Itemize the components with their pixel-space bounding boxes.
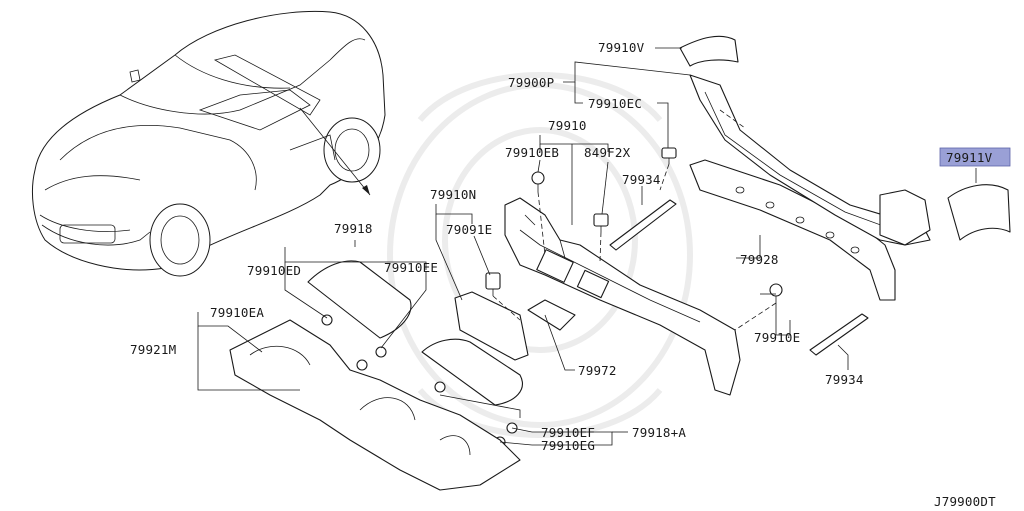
- highlight-79911V: [939, 147, 1011, 167]
- label-79910EF[interactable]: 79910EF: [541, 425, 595, 440]
- label-79928[interactable]: 79928: [740, 252, 779, 267]
- label-79910E[interactable]: 79910E: [754, 330, 800, 345]
- upper-rear-panel-79900P: [689, 74, 931, 246]
- zoom-arrowhead: [362, 185, 370, 195]
- cover-79911V: [947, 184, 1011, 241]
- label-79934-lower[interactable]: 79934: [825, 372, 864, 387]
- label-79921M[interactable]: 79921M: [130, 342, 176, 357]
- zoom-arrow: [299, 107, 371, 196]
- connector-849F2X: [593, 213, 609, 232]
- label-79910N[interactable]: 79910N: [430, 187, 476, 202]
- rear-trim-panel-79910: [504, 197, 741, 396]
- label-79972[interactable]: 79972: [578, 363, 617, 378]
- dash-79091E: [492, 295, 521, 321]
- label-79910ED[interactable]: 79910ED: [247, 263, 301, 278]
- cover-79910V: [679, 35, 739, 67]
- leader-lines: [197, 47, 977, 446]
- label-79911V[interactable]: 79911V: [946, 150, 993, 165]
- clip-79910EB: [531, 171, 545, 192]
- label-79918A[interactable]: 79918+A: [632, 425, 686, 440]
- clip-79091E: [485, 272, 501, 296]
- label-79910EC[interactable]: 79910EC: [588, 96, 642, 111]
- label-849F2X[interactable]: 849F2X: [584, 145, 631, 160]
- bracket-79934-lower: [809, 313, 869, 356]
- dash-849F2X: [599, 231, 602, 263]
- bracket-79934-upper: [609, 199, 677, 251]
- dash-79910EC: [659, 163, 670, 191]
- lower-panel-79921M: [229, 319, 521, 491]
- plate-79972: [527, 299, 576, 331]
- dash-79900P: [719, 109, 746, 129]
- dash-79910EB: [537, 191, 546, 256]
- label-79910EA[interactable]: 79910EA: [210, 305, 264, 320]
- cross-bar-79928: [689, 159, 896, 301]
- label-79910V[interactable]: 79910V: [598, 40, 645, 55]
- clip-79910EC: [661, 147, 677, 164]
- label-79918[interactable]: 79918: [334, 221, 373, 236]
- label-79091E[interactable]: 79091E: [446, 222, 492, 237]
- side-panel-79910N: [454, 291, 529, 361]
- label-79910EB[interactable]: 79910EB: [505, 145, 559, 160]
- board-79918-upper: [307, 260, 412, 371]
- label-79934-upper[interactable]: 79934: [622, 172, 661, 187]
- label-79910[interactable]: 79910: [548, 118, 587, 133]
- dash-79910E: [734, 302, 777, 331]
- label-79900P[interactable]: 79900P: [508, 75, 554, 90]
- label-79910EE[interactable]: 79910EE: [384, 260, 438, 275]
- label-79910EG[interactable]: 79910EG: [541, 438, 595, 453]
- clip-79910E: [769, 283, 783, 303]
- drawing-code: J79900DT: [934, 494, 996, 509]
- vehicle-outline: [31, 10, 386, 277]
- part-labels: 79910V 79900P 79910EC 79910 79910EB 849F…: [130, 40, 996, 509]
